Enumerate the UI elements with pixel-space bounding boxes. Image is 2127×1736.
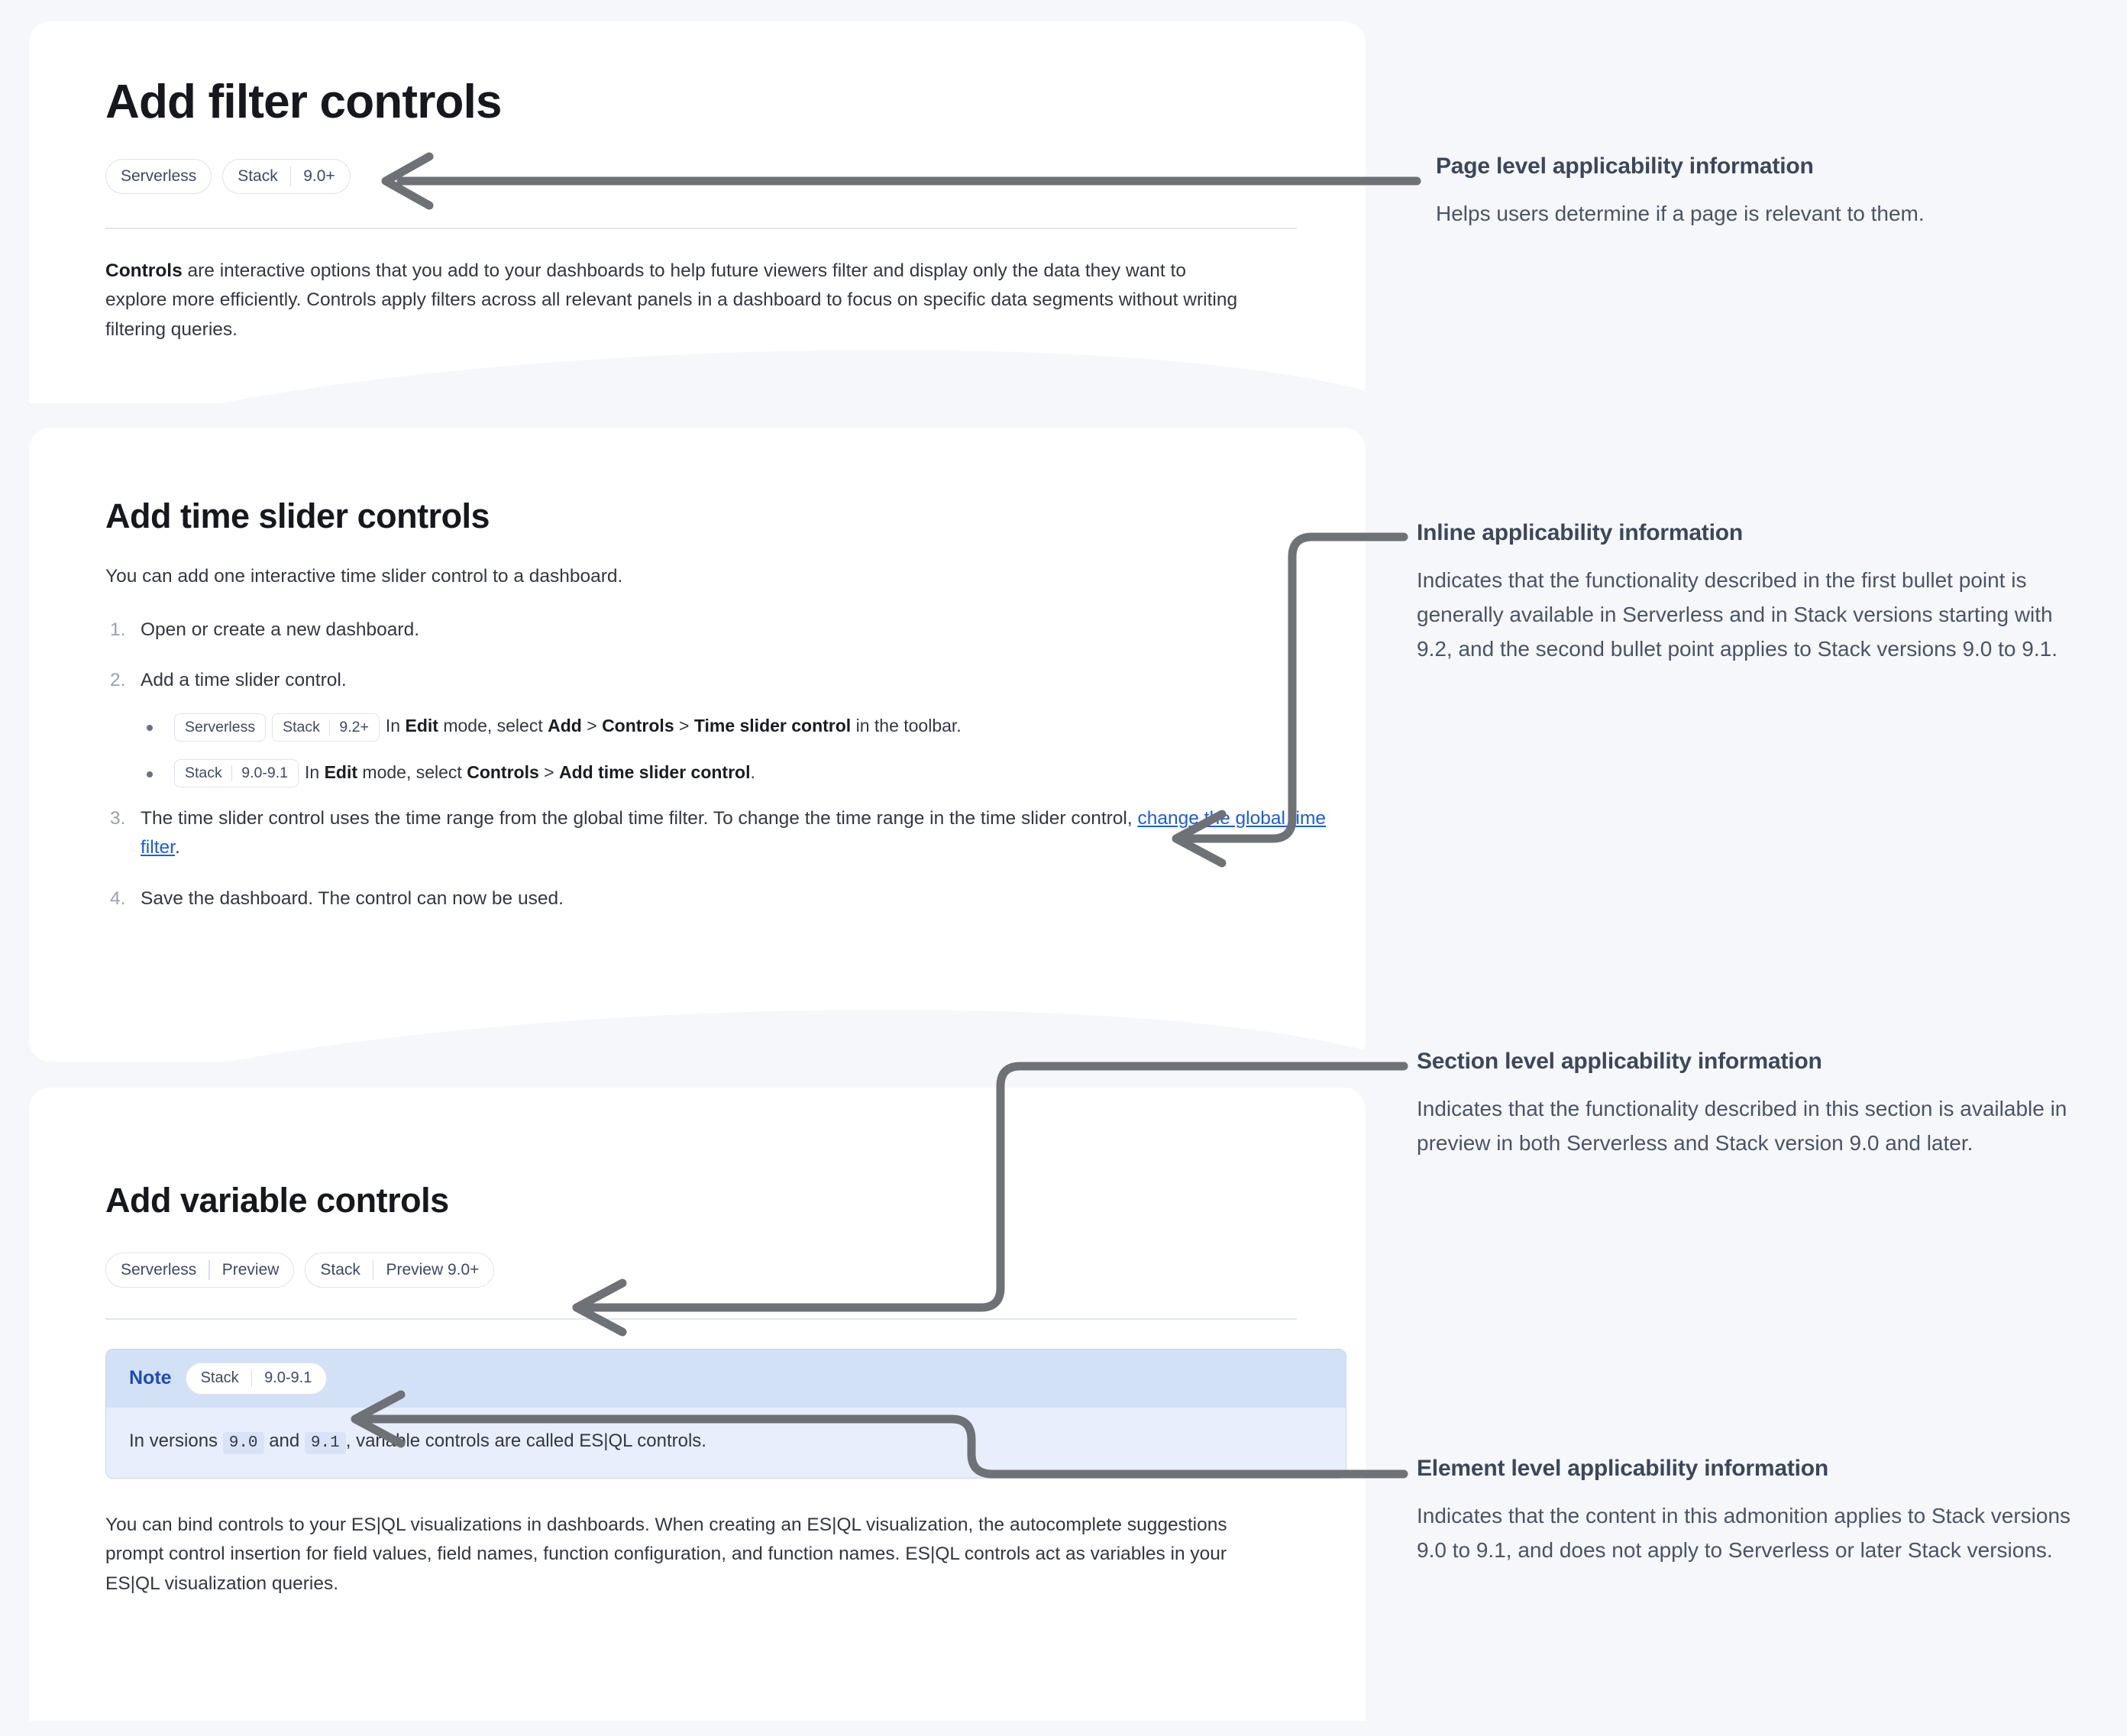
page-applicability-badges: Serverless Stack 9.0+ bbox=[105, 159, 1289, 195]
note-header: Note Stack 9.0-9.1 bbox=[106, 1349, 1346, 1408]
annotation-body: Indicates that the content in this admon… bbox=[1417, 1504, 2071, 1562]
badge-product: Stack bbox=[238, 167, 278, 186]
step-text-tail: . bbox=[174, 837, 180, 858]
badge-version: 9.0-9.1 bbox=[241, 765, 288, 782]
step-item: 2. Add a time slider control. Serverless… bbox=[105, 666, 1289, 788]
horizontal-rule bbox=[105, 228, 1297, 230]
badge-version: 9.0+ bbox=[303, 167, 335, 186]
bullet-text: In Edit mode, select Controls > Add time… bbox=[305, 761, 755, 782]
badge-separator bbox=[231, 765, 233, 782]
badge-product: Stack bbox=[283, 718, 320, 735]
badge-version: 9.2+ bbox=[339, 718, 369, 735]
badge-separator bbox=[208, 1259, 210, 1280]
note-text-post: , variable controls are called ES|QL con… bbox=[345, 1430, 706, 1451]
annotation-section-level: Section level applicability information … bbox=[1417, 1048, 2089, 1161]
step-item: 1. Open or create a new dashboard. bbox=[105, 616, 1289, 645]
badge-version: Preview 9.0+ bbox=[386, 1260, 480, 1279]
badge-separator bbox=[251, 1369, 253, 1387]
step-number: 2. bbox=[110, 670, 126, 691]
badge-stack[interactable]: Stack 9.0+ bbox=[222, 159, 351, 195]
variable-controls-paragraph: You can bind controls to your ES|QL visu… bbox=[105, 1515, 1227, 1594]
inline-badge-serverless[interactable]: Serverless bbox=[174, 713, 267, 742]
step-item: 4. Save the dashboard. The control can n… bbox=[105, 884, 1289, 913]
intro-lead: Controls bbox=[105, 260, 183, 282]
step-text: Save the dashboard. The control can now … bbox=[141, 887, 564, 909]
list-item: Serverless Stack 9.2+ In Edit mode, sele… bbox=[141, 712, 1289, 742]
annotation-title: Element level applicability information bbox=[1417, 1456, 1828, 1481]
code-version-91: 9.1 bbox=[304, 1431, 346, 1454]
note-body: In versions 9.0 and 9.1, variable contro… bbox=[106, 1408, 1346, 1479]
badge-product: Serverless bbox=[121, 167, 197, 186]
inline-badge-stack[interactable]: Stack 9.0-9.1 bbox=[174, 759, 299, 788]
badge-version: Preview bbox=[221, 1260, 280, 1279]
badge-product: Serverless bbox=[121, 1260, 197, 1279]
inline-badge-stack[interactable]: Stack 9.2+ bbox=[272, 713, 380, 742]
documentation-column: Add filter controls Serverless Stack 9.0… bbox=[29, 21, 1366, 1721]
doc-card-variable-controls: Add variable controls Serverless Preview… bbox=[29, 1088, 1366, 1721]
step-number: 3. bbox=[110, 808, 126, 829]
intro-paragraph: Controls are interactive options that yo… bbox=[105, 257, 1240, 344]
step-item: 3. The time slider control uses the time… bbox=[105, 804, 1350, 862]
note-text-pre: In versions bbox=[129, 1430, 223, 1451]
note-admonition: Note Stack 9.0-9.1 In versions 9.0 and 9… bbox=[105, 1348, 1346, 1479]
badge-version: 9.0-9.1 bbox=[264, 1369, 312, 1387]
time-slider-steps: 1. Open or create a new dashboard. 2. Ad… bbox=[105, 616, 1326, 913]
step-number: 4. bbox=[110, 887, 126, 909]
badge-product: Stack bbox=[185, 765, 222, 782]
annotation-element-level: Element level applicability information … bbox=[1417, 1455, 2089, 1568]
page-title: Add filter controls bbox=[105, 76, 503, 128]
code-version-90: 9.0 bbox=[222, 1431, 264, 1454]
section-title-time-slider: Add time slider controls bbox=[105, 496, 490, 535]
step-text: Open or create a new dashboard. bbox=[141, 619, 420, 640]
badge-product: Stack bbox=[200, 1369, 239, 1387]
annotation-body: Indicates that the functionality describ… bbox=[1417, 1097, 2067, 1155]
annotation-body: Helps users determine if a page is relev… bbox=[1436, 202, 1925, 225]
badge-product: Serverless bbox=[185, 718, 256, 735]
note-text-mid: and bbox=[263, 1430, 305, 1451]
annotation-title: Inline applicability information bbox=[1417, 520, 1743, 545]
annotation-inline: Inline applicability information Indicat… bbox=[1417, 519, 2089, 666]
annotation-title: Page level applicability information bbox=[1436, 154, 1814, 179]
badge-stack-preview[interactable]: Stack Preview 9.0+ bbox=[305, 1252, 495, 1288]
note-badge-stack[interactable]: Stack 9.0-9.1 bbox=[185, 1362, 328, 1395]
annotation-page-level: Page level applicability information Hel… bbox=[1436, 153, 2108, 231]
badge-serverless-preview[interactable]: Serverless Preview bbox=[105, 1252, 295, 1288]
badge-product: Stack bbox=[320, 1260, 360, 1279]
section-intro-time-slider: You can add one interactive time slider … bbox=[105, 565, 623, 587]
horizontal-rule bbox=[105, 1317, 1297, 1320]
inline-applicability-bullets: Serverless Stack 9.2+ In Edit mode, sele… bbox=[141, 712, 1289, 788]
step-number: 1. bbox=[110, 619, 126, 640]
badge-separator bbox=[372, 1259, 374, 1280]
bullet-text: In Edit mode, select Add > Controls > Ti… bbox=[385, 716, 962, 736]
section-applicability-badges: Serverless Preview Stack Preview 9.0+ bbox=[105, 1252, 1289, 1288]
annotation-body: Indicates that the functionality describ… bbox=[1417, 568, 2058, 661]
list-item: Stack 9.0-9.1 In Edit mode, select Contr… bbox=[141, 758, 1289, 788]
step-text: The time slider control uses the time ra… bbox=[141, 808, 1138, 829]
doc-card-time-slider: Add time slider controls You can add one… bbox=[29, 428, 1366, 1062]
step-text: Add a time slider control. bbox=[141, 670, 347, 691]
doc-card-intro: Add filter controls Serverless Stack 9.0… bbox=[29, 21, 1366, 403]
section-title-variable: Add variable controls bbox=[105, 1181, 449, 1220]
annotation-title: Section level applicability information bbox=[1417, 1049, 1822, 1074]
badge-serverless[interactable]: Serverless bbox=[105, 159, 212, 195]
note-label: Note bbox=[129, 1367, 172, 1389]
badge-separator bbox=[289, 166, 292, 187]
intro-rest: are interactive options that you add to … bbox=[105, 260, 1238, 340]
badge-separator bbox=[328, 719, 331, 735]
card-curve-divider bbox=[29, 986, 1366, 1062]
